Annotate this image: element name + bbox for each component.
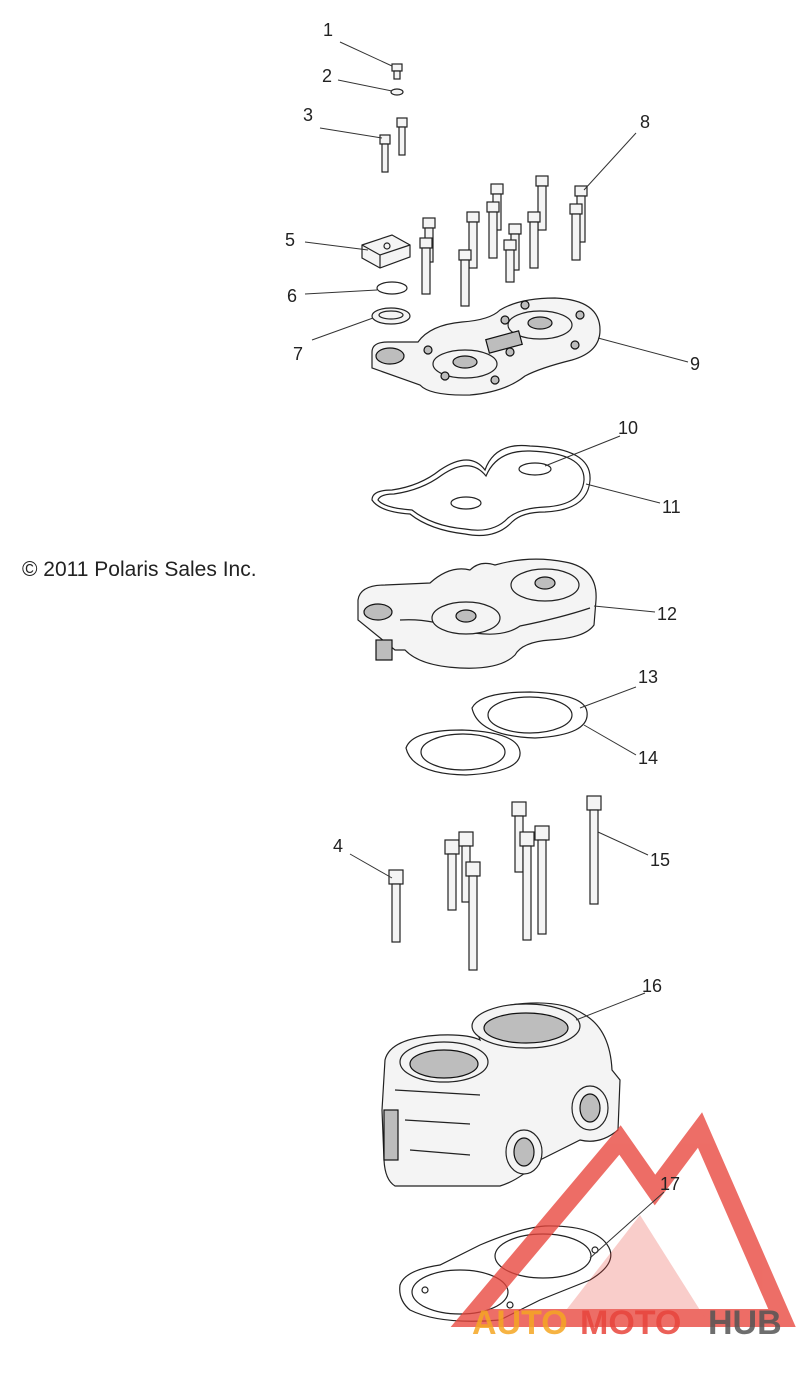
copyright-text: © 2011 Polaris Sales Inc.	[22, 558, 257, 581]
callout-14: 14	[638, 748, 658, 768]
screw-part-1	[391, 63, 403, 80]
callout-8: 8	[640, 112, 650, 132]
callout-1: 1	[323, 20, 333, 40]
o-ring-part-6	[376, 281, 408, 295]
callout-7: 7	[293, 344, 303, 364]
cylinder-bolts-part-15	[444, 795, 602, 971]
callouts: 1 2 3 4 5 6 7 8 9 10 11 12 13 14 15 16 1…	[285, 20, 700, 1194]
callout-6: 6	[287, 286, 297, 306]
watermark-logo	[450, 1112, 796, 1327]
callout-5: 5	[285, 230, 295, 250]
cylinder-block-part-16	[381, 1002, 621, 1187]
head-bolts-part-8	[419, 175, 588, 307]
gasket-part-14	[405, 729, 521, 776]
callout-10: 10	[618, 418, 638, 438]
callout-2: 2	[322, 66, 332, 86]
bolt-part-3	[379, 117, 408, 173]
o-ring-part-7	[371, 307, 411, 325]
washer-part-2	[390, 88, 404, 96]
callout-9: 9	[690, 354, 700, 374]
gasket-part-13	[471, 691, 588, 739]
watermark-text: AUTO MOTO HUB	[472, 1304, 782, 1342]
callout-11: 11	[662, 497, 681, 517]
callout-17: 17	[660, 1174, 680, 1194]
o-ring-part-10	[450, 462, 552, 510]
callout-16: 16	[642, 976, 662, 996]
bolt-part-4	[388, 869, 404, 943]
watermark-auto: AUTO	[472, 1304, 568, 1342]
callout-15: 15	[650, 850, 670, 870]
callout-4: 4	[333, 836, 343, 856]
callout-12: 12	[657, 604, 677, 624]
watermark-moto: MOTO	[580, 1304, 681, 1342]
head-gasket-part-11	[371, 444, 591, 537]
callout-13: 13	[638, 667, 658, 687]
leader-lines	[304, 41, 689, 1259]
callout-3: 3	[303, 105, 313, 125]
watermark-hub: HUB	[708, 1304, 782, 1342]
cap-part-5	[361, 234, 411, 269]
cylinder-head-part-12	[357, 558, 597, 669]
head-cover-part-9	[371, 297, 601, 396]
